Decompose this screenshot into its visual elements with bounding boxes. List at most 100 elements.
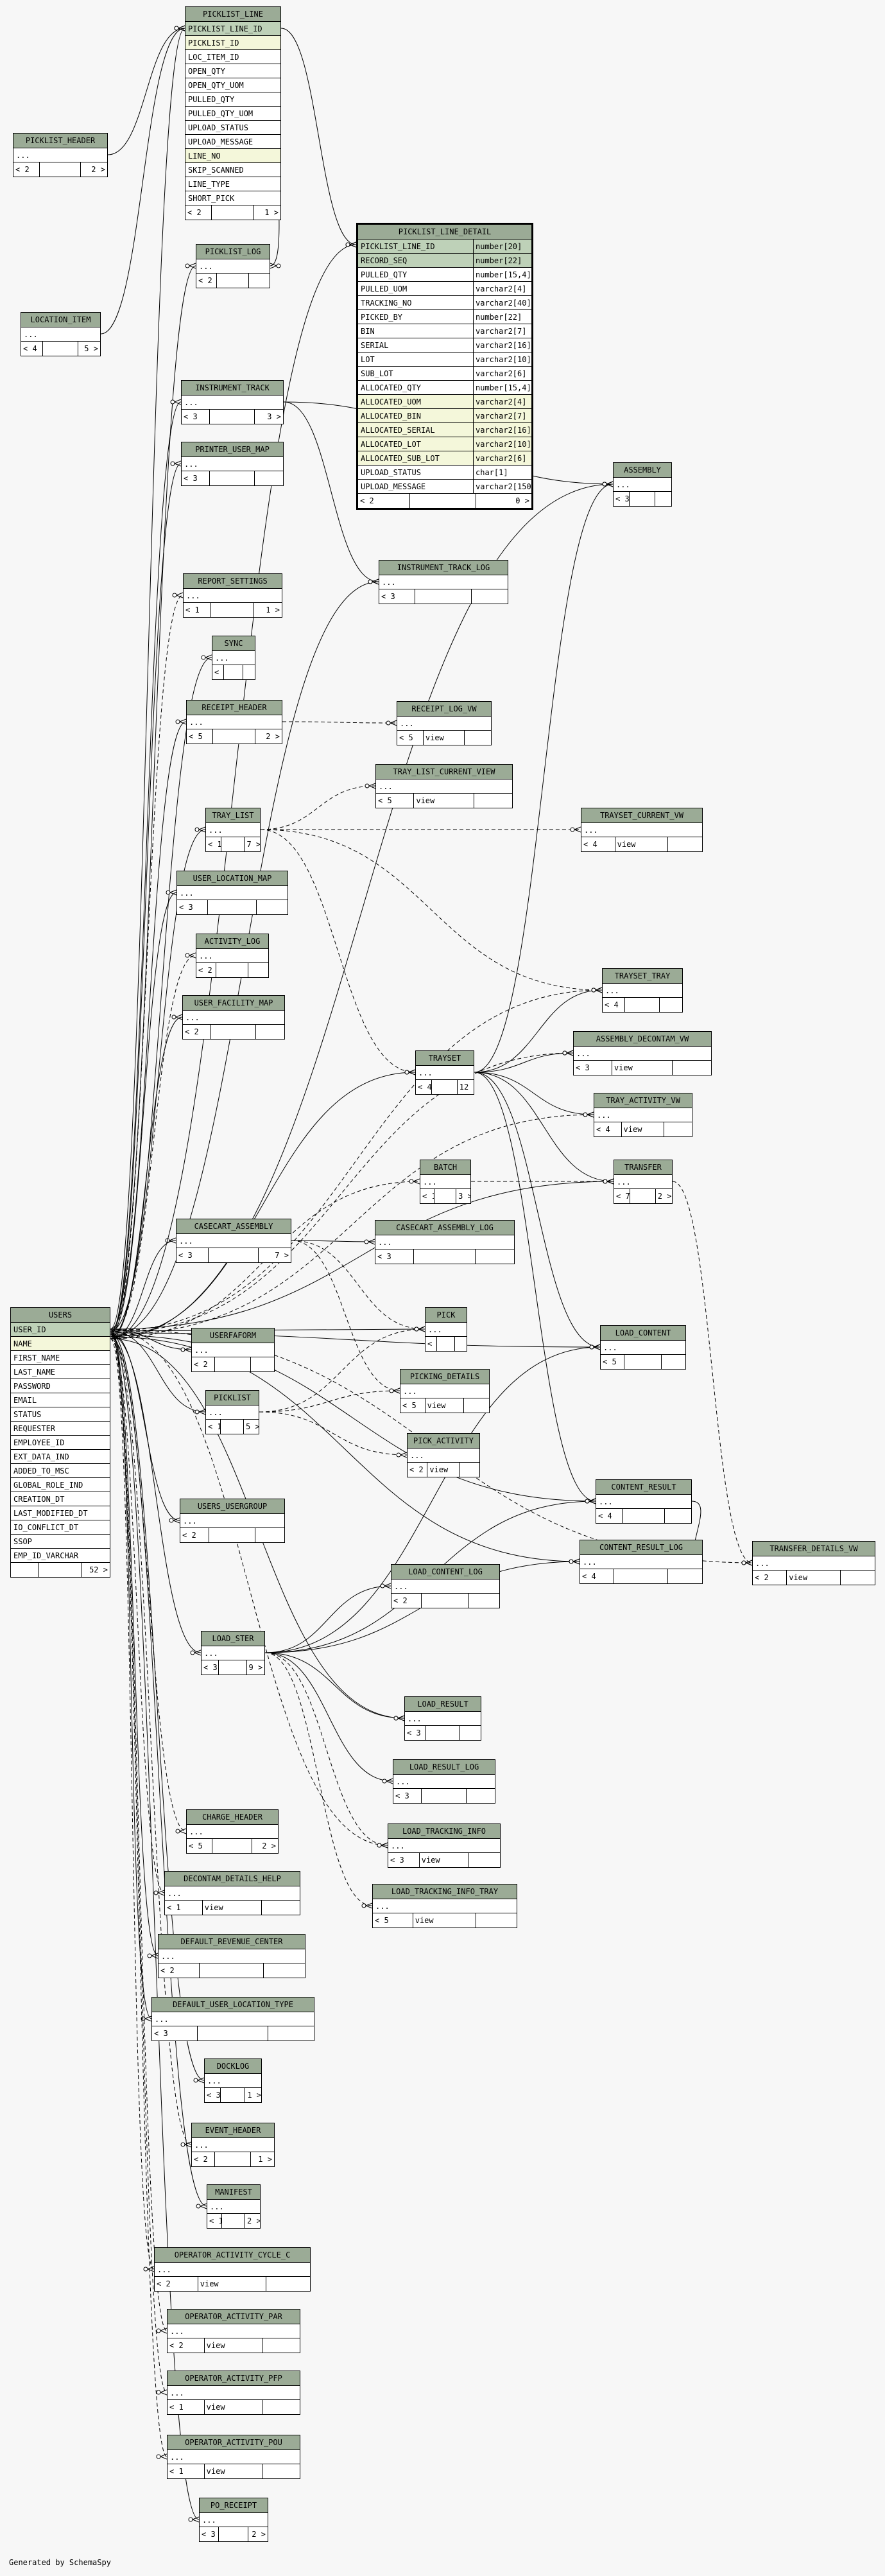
- table-title[interactable]: OPERATOR_ACTIVITY_POU: [168, 2435, 300, 2450]
- table-title[interactable]: LOAD_TRACKING_INFO: [388, 1824, 500, 1839]
- table-title[interactable]: OPERATOR_ACTIVITY_PAR: [168, 2310, 300, 2324]
- table-title[interactable]: OPERATOR_ACTIVITY_PFP: [168, 2371, 300, 2386]
- table-default-revenue-center[interactable]: DEFAULT_REVENUE_CENTER...< 2: [158, 1934, 305, 1978]
- table-load-result-log[interactable]: LOAD_RESULT_LOG...< 3: [393, 1759, 495, 1804]
- table-trayset[interactable]: TRAYSET...< 412 >: [415, 1050, 474, 1095]
- table-title[interactable]: LOAD_TRACKING_INFO_TRAY: [373, 1884, 517, 1899]
- table-title[interactable]: LOAD_CONTENT_LOG: [391, 1565, 499, 1580]
- table-sync[interactable]: SYNC...< 1: [212, 636, 255, 680]
- table-title[interactable]: PICK_ACTIVITY: [408, 1434, 479, 1449]
- table-title[interactable]: CASECART_ASSEMBLY: [176, 1219, 291, 1234]
- table-title[interactable]: INSTRUMENT_TRACK_LOG: [379, 561, 508, 575]
- table-content-result[interactable]: CONTENT_RESULT...< 4: [596, 1479, 692, 1524]
- table-title[interactable]: ASSEMBLY_DECONTAM_VW: [574, 1032, 711, 1047]
- table-title[interactable]: LOAD_CONTENT: [601, 1326, 685, 1341]
- table-title[interactable]: SYNC: [212, 636, 255, 651]
- table-title[interactable]: TRANSFER_DETAILS_VW: [753, 1542, 875, 1556]
- table-assembly[interactable]: ASSEMBLY...< 3: [613, 462, 672, 507]
- table-instrument-track-log[interactable]: INSTRUMENT_TRACK_LOG...< 3: [379, 560, 508, 604]
- table-activity-log[interactable]: ACTIVITY_LOG...< 2: [196, 934, 269, 978]
- table-title[interactable]: DEFAULT_REVENUE_CENTER: [159, 1935, 305, 1949]
- table-title[interactable]: CONTENT_RESULT: [596, 1480, 691, 1495]
- table-title[interactable]: BATCH: [420, 1160, 470, 1175]
- table-title[interactable]: PICKLIST_LINE_DETAIL: [358, 225, 531, 239]
- table-title[interactable]: TRAYSET_CURRENT_VW: [581, 808, 702, 823]
- table-title[interactable]: TRANSFER: [614, 1160, 672, 1175]
- table-batch[interactable]: BATCH...< 13 >: [420, 1160, 471, 1204]
- table-title[interactable]: TRAY_ACTIVITY_VW: [594, 1093, 692, 1108]
- table-title[interactable]: ACTIVITY_LOG: [196, 934, 268, 949]
- table-users-usergroup[interactable]: USERS_USERGROUP...< 2: [180, 1499, 285, 1543]
- table-title[interactable]: RECEIPT_HEADER: [187, 701, 282, 715]
- table-title[interactable]: LOCATION_ITEM: [21, 313, 100, 327]
- table-title[interactable]: ASSEMBLY: [614, 463, 671, 478]
- table-title[interactable]: USER_FACILITY_MAP: [183, 996, 284, 1011]
- table-title[interactable]: TRAYSET: [416, 1051, 474, 1066]
- table-title[interactable]: LOAD_STER: [202, 1632, 264, 1646]
- table-title[interactable]: LOAD_RESULT: [405, 1697, 481, 1712]
- table-casecart-assembly-log[interactable]: CASECART_ASSEMBLY_LOG...< 3: [375, 1220, 515, 1264]
- table-content-result-log[interactable]: CONTENT_RESULT_LOG...< 4: [580, 1540, 703, 1584]
- table-title[interactable]: CHARGE_HEADER: [187, 1810, 278, 1825]
- table-title[interactable]: TRAY_LIST: [206, 808, 260, 823]
- table-title[interactable]: PICKLIST_LOG: [196, 245, 270, 259]
- table-user-facility-map[interactable]: USER_FACILITY_MAP...< 2: [182, 995, 285, 1040]
- table-title[interactable]: REPORT_SETTINGS: [184, 574, 282, 589]
- table-title[interactable]: USERS: [11, 1308, 110, 1323]
- table-title[interactable]: CASECART_ASSEMBLY_LOG: [375, 1221, 514, 1235]
- table-title[interactable]: DEFAULT_USER_LOCATION_TYPE: [152, 1997, 314, 2012]
- table-title[interactable]: EVENT_HEADER: [192, 2123, 274, 2138]
- table-title[interactable]: OPERATOR_ACTIVITY_CYCLE_C: [155, 2248, 310, 2263]
- table-title[interactable]: TRAY_LIST_CURRENT_VIEW: [376, 765, 512, 779]
- table-title[interactable]: TRAYSET_TRAY: [603, 969, 682, 984]
- table-printer-user-map[interactable]: PRINTER_USER_MAP...< 3: [181, 442, 284, 486]
- table-title[interactable]: LOAD_RESULT_LOG: [393, 1760, 495, 1775]
- table-title[interactable]: RECEIPT_LOG_VW: [397, 702, 491, 717]
- table-default-user-location-type[interactable]: DEFAULT_USER_LOCATION_TYPE...< 3: [151, 1997, 314, 2041]
- table-title[interactable]: PICKLIST_HEADER: [13, 134, 107, 148]
- table-title[interactable]: INSTRUMENT_TRACK: [182, 381, 283, 396]
- table-title[interactable]: PICKLIST_LINE: [185, 7, 280, 22]
- table-title[interactable]: PICKLIST: [206, 1391, 259, 1405]
- table-title[interactable]: PRINTER_USER_MAP: [182, 442, 283, 457]
- table-title[interactable]: DOCKLOG: [205, 2059, 261, 2074]
- table-title[interactable]: USERS_USERGROUP: [180, 1499, 284, 1514]
- table-title[interactable]: USERFAFORM: [192, 1328, 274, 1343]
- table-title[interactable]: PICK: [425, 1308, 467, 1323]
- table-pick[interactable]: PICK...< 4: [425, 1307, 467, 1352]
- table-userfaform[interactable]: USERFAFORM...< 2: [191, 1328, 275, 1372]
- table-trayset-tray[interactable]: TRAYSET_TRAY...< 4: [602, 968, 683, 1013]
- table-load-result[interactable]: LOAD_RESULT...< 3: [404, 1696, 481, 1741]
- table-title[interactable]: DECONTAM_DETAILS_HELP: [165, 1872, 300, 1886]
- table-picklist-log[interactable]: PICKLIST_LOG...< 2: [196, 244, 270, 288]
